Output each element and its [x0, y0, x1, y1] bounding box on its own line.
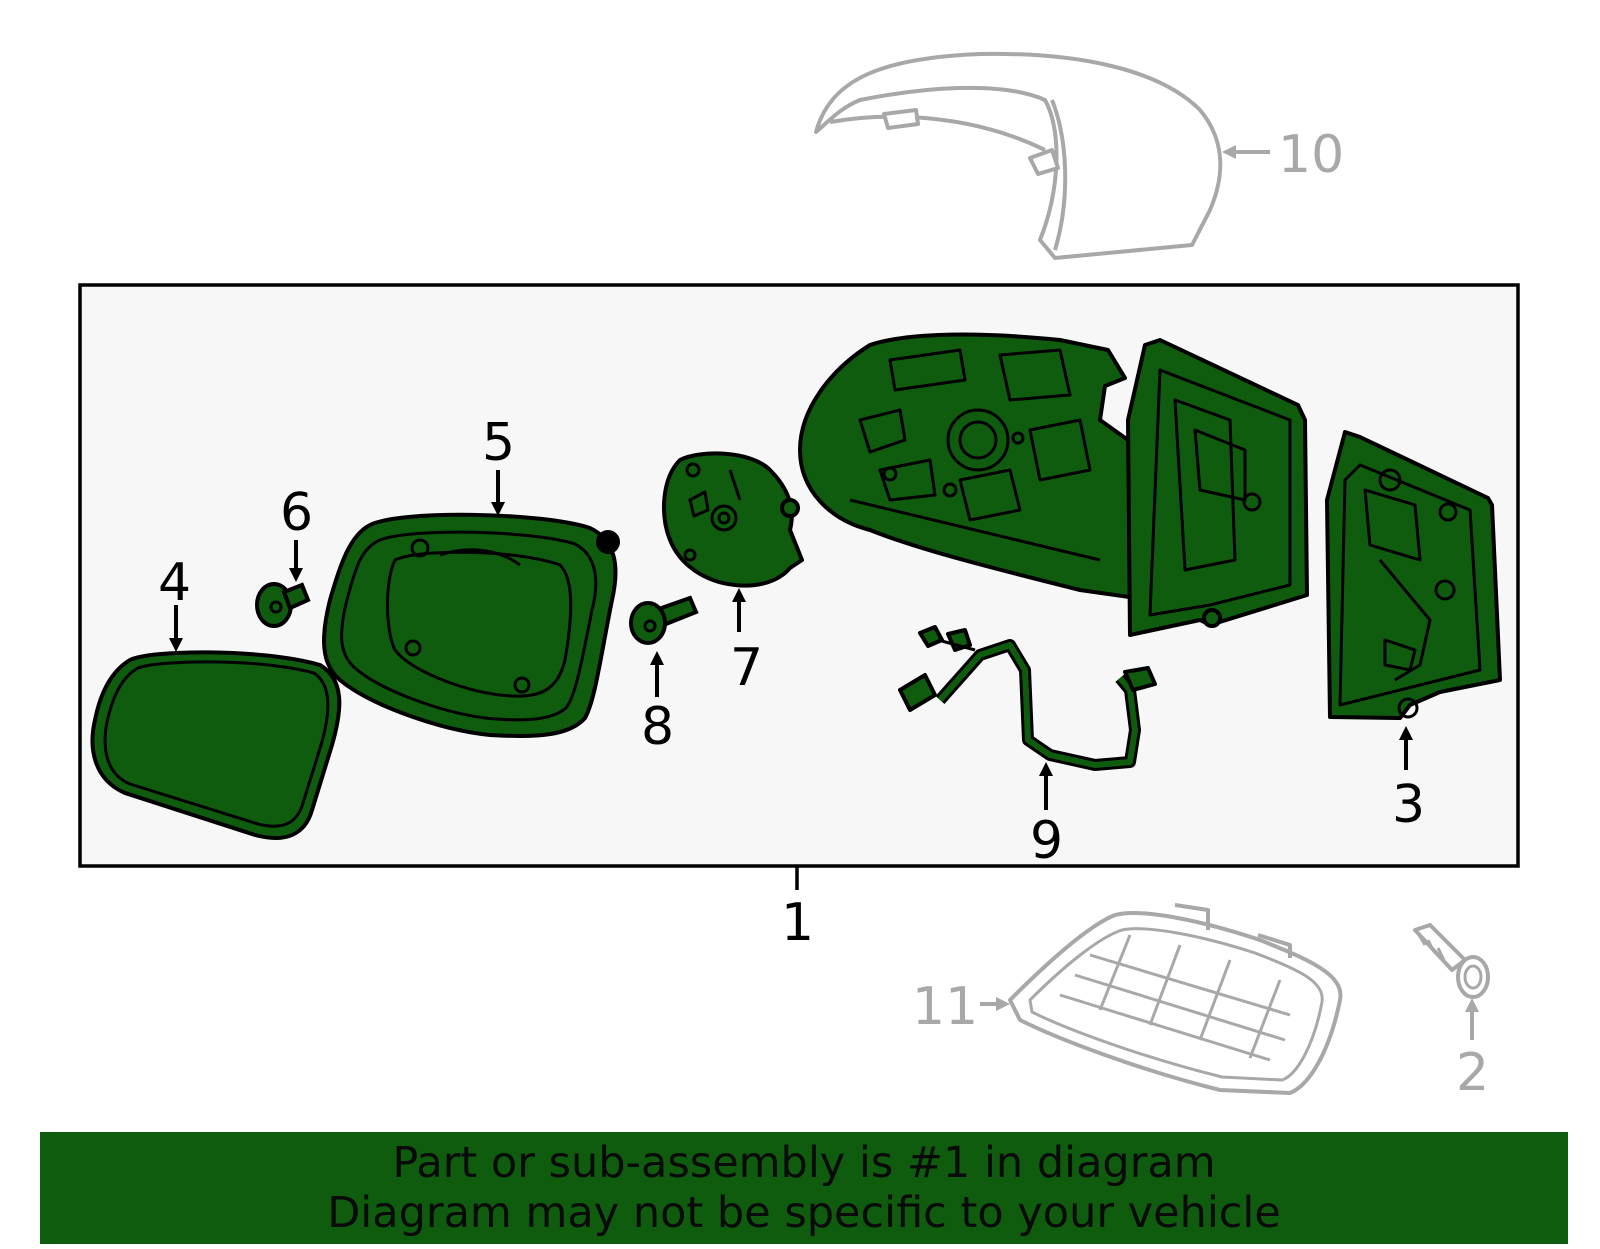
- leader-9-arrow: [1039, 762, 1053, 776]
- part-10-mirror-cover[interactable]: [814, 51, 1223, 260]
- callout-3: 3: [1392, 775, 1425, 835]
- part-3-base[interactable]: [1325, 430, 1502, 720]
- banner-line-1: Part or sub-assembly is #1 in diagram: [392, 1138, 1216, 1188]
- callout-5: 5: [482, 413, 515, 473]
- leader-11-arrow: [996, 997, 1010, 1011]
- mirror-bracket[interactable]: [1126, 338, 1309, 637]
- leader-7-arrow: [732, 588, 746, 602]
- callout-6: 6: [280, 483, 313, 543]
- part-2-bolt[interactable]: [1413, 923, 1490, 999]
- callout-2: 2: [1456, 1043, 1489, 1103]
- banner-line-2: Diagram may not be specific to your vehi…: [327, 1188, 1281, 1238]
- callout-8: 8: [641, 697, 674, 757]
- callout-4: 4: [158, 553, 191, 613]
- leader-6-arrow: [289, 568, 303, 582]
- leader-2-arrow: [1465, 998, 1479, 1012]
- part-8-bolt[interactable]: [629, 595, 699, 645]
- callout-9: 9: [1030, 811, 1063, 871]
- part-9-wiring-harness[interactable]: [898, 625, 1157, 771]
- callout-7: 7: [730, 638, 763, 698]
- leader-8-arrow: [650, 651, 664, 665]
- leader-4-arrow: [169, 638, 183, 652]
- callout-1: 1: [781, 893, 814, 953]
- mirror-housing[interactable]: [798, 332, 1152, 602]
- callout-11: 11: [912, 977, 978, 1037]
- part-4-mirror-glass[interactable]: [90, 650, 342, 840]
- leader-10-arrow: [1222, 145, 1236, 159]
- leader-5-arrow: [491, 502, 505, 516]
- part-6-screw[interactable]: [255, 582, 311, 628]
- part-7-actuator[interactable]: [662, 451, 804, 588]
- callout-10: 10: [1278, 125, 1344, 185]
- leader-3-arrow: [1399, 726, 1413, 740]
- part-11-lower-cover[interactable]: [1008, 903, 1343, 1095]
- info-banner: Part or sub-assembly is #1 in diagram Di…: [40, 1132, 1568, 1244]
- part-5-backing-plate[interactable]: [322, 512, 620, 738]
